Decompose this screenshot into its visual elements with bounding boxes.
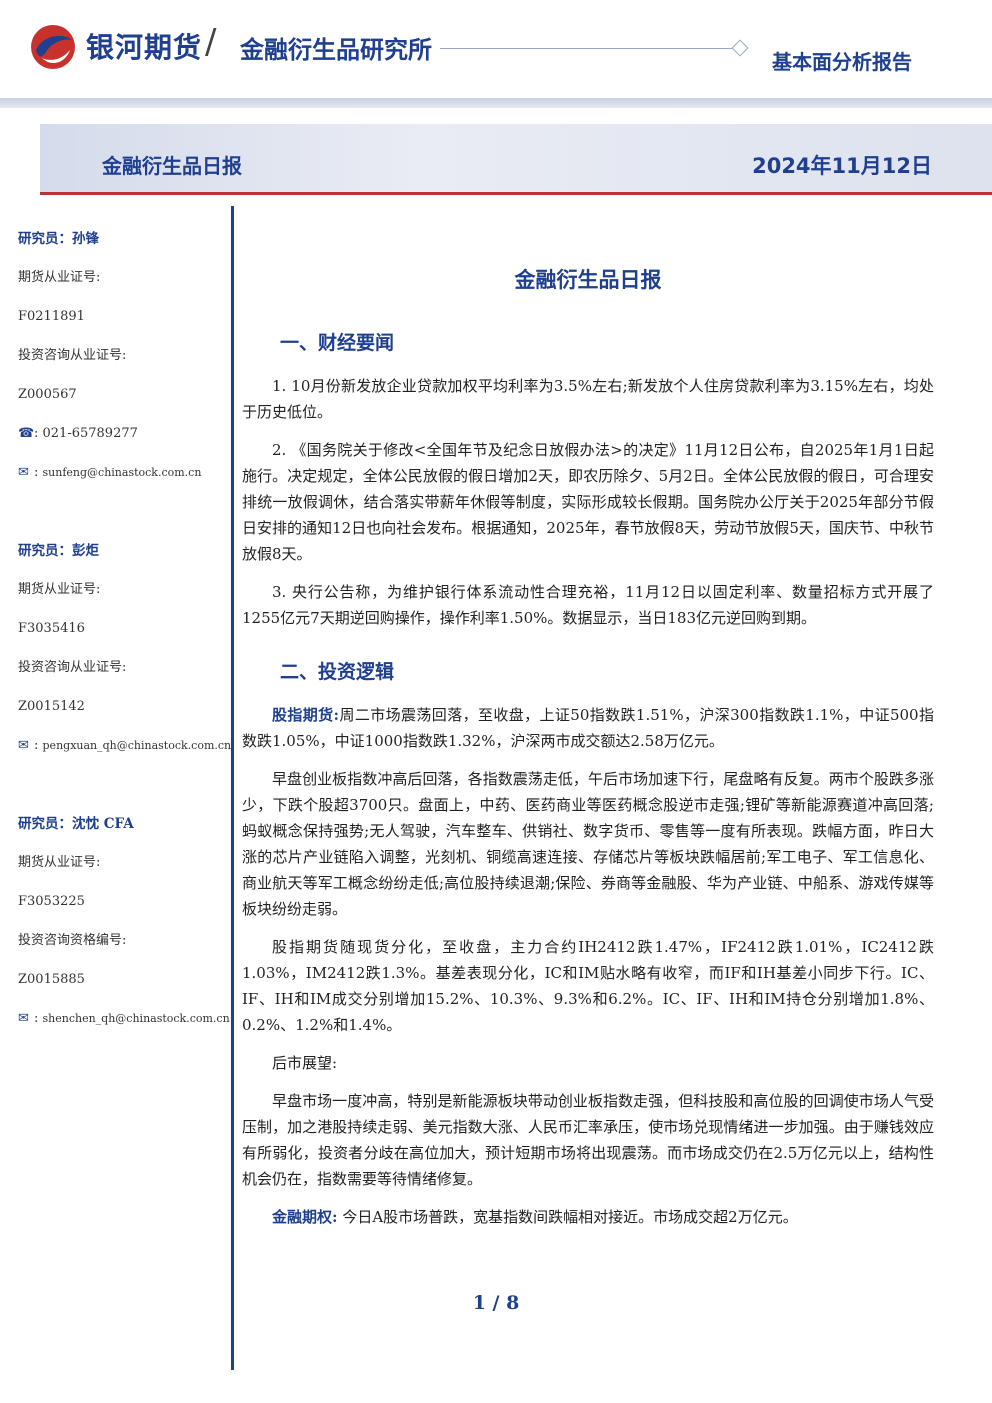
diamond-icon [731, 39, 749, 57]
email-link[interactable]: sunfeng@chinastock.com.cn [42, 466, 202, 479]
researcher-card: 研究员：彭炬 期货从业证号: F3035416 投资咨询从业证号: Z00151… [18, 538, 231, 772]
consult-license-number: Z0015885 [18, 972, 85, 987]
brand-name: 银河期货 [86, 31, 203, 64]
email-link[interactable]: shenchen_qh@chinastock.com.cn [42, 1012, 230, 1025]
options-text: 今日A股市场普跌，宽基指数间跌幅相对接近。市场成交超2万亿元。 [342, 1208, 798, 1226]
options-label: 金融期权: [272, 1208, 338, 1226]
report-header: 银河期货 / 金融衍生品研究所 基本面分析报告 [0, 0, 992, 100]
email-row: ✉: sunfeng@chinastock.com.cn [18, 460, 228, 499]
email-icon: ✉ [18, 465, 29, 480]
consult-license-label: 投资咨询资格编号: [18, 933, 127, 948]
institute-name: 金融衍生品研究所 [240, 36, 432, 64]
consult-license-label: 投资咨询从业证号: [18, 348, 127, 363]
futures-license-label: 期货从业证号: [18, 270, 101, 285]
researcher-card: 研究员：孙锋 期货从业证号: F0211891 投资咨询从业证号: Z00056… [18, 226, 228, 499]
outlook-label: 后市展望: [272, 1054, 338, 1072]
header-bar [0, 98, 992, 108]
researcher-name: 研究员：沈忱 CFA [18, 816, 134, 832]
futures-license-number: F0211891 [18, 309, 85, 324]
title-band-underline [40, 192, 992, 195]
futures-license-label: 期货从业证号: [18, 582, 101, 597]
email-icon: ✉ [18, 738, 29, 753]
sidebar-divider [231, 206, 234, 1370]
section-heading-news: 一、财经要闻 [280, 332, 395, 354]
futures-paragraph: 股指期货随现货分化，至收盘，主力合约IH2412跌1.47%，IF2412跌1.… [242, 938, 934, 1034]
futures-license-number: F3053225 [18, 894, 85, 909]
email-row: ✉: pengxuan_qh@chinastock.com.cn [18, 733, 231, 772]
band-title: 金融衍生品日报 [102, 154, 242, 178]
consult-license-number: Z0015142 [18, 699, 85, 714]
index-futures-label: 股指期货: [272, 706, 340, 724]
document-title: 金融衍生品日报 [514, 268, 662, 292]
title-band [40, 124, 992, 194]
header-decorative-line [440, 48, 736, 49]
page-number: 1 / 8 [472, 1292, 520, 1314]
options-paragraph: 金融期权: 今日A股市场普跌，宽基指数间跌幅相对接近。市场成交超2万亿元。 [242, 1204, 934, 1230]
galaxy-futures-logo-icon [31, 25, 75, 69]
email-icon: ✉ [18, 1011, 29, 1026]
phone-row: ☎: 021-65789277 [18, 421, 228, 460]
news-item: 2. 《国务院关于修改<全国年节及纪念日放假办法>的决定》11月12日公布，自2… [242, 441, 934, 563]
market-paragraph: 早盘创业板指数冲高后回落，各指数震荡走低，午后市场加速下行，尾盘略有反复。两市个… [242, 770, 934, 918]
section-heading-logic: 二、投资逻辑 [280, 661, 395, 683]
consult-license-number: Z000567 [18, 387, 77, 402]
news-item: 1. 10月份新发放企业贷款加权平均利率为3.5%左右;新发放个人住房贷款利率为… [242, 377, 934, 421]
email-link[interactable]: pengxuan_qh@chinastock.com.cn [42, 739, 232, 752]
futures-license-number: F3035416 [18, 621, 85, 636]
researcher-name: 研究员：孙锋 [18, 231, 99, 247]
main-content: 金融衍生品日报 一、财经要闻 1. 10月份新发放企业贷款加权平均利率为3.5%… [242, 258, 934, 1242]
outlook-paragraph: 早盘市场一度冲高，特别是新能源板块带动创业板指数走强，但科技股和高位股的回调使市… [242, 1092, 934, 1188]
researcher-sidebar: 研究员：孙锋 期货从业证号: F0211891 投资咨询从业证号: Z00056… [18, 226, 231, 1045]
index-futures-text: 周二市场震荡回落，至收盘，上证50指数跌1.51%，沪深300指数跌1.1%，中… [242, 706, 934, 750]
researcher-card: 研究员：沈忱 CFA 期货从业证号: F3053225 投资咨询资格编号: Z0… [18, 811, 230, 1045]
researcher-name: 研究员：彭炬 [18, 543, 99, 559]
phone-icon: ☎ [18, 426, 35, 441]
consult-license-label: 投资咨询从业证号: [18, 660, 127, 675]
futures-license-label: 期货从业证号: [18, 855, 101, 870]
report-type: 基本面分析报告 [772, 50, 912, 74]
email-row: ✉: shenchen_qh@chinastock.com.cn [18, 1006, 230, 1045]
news-item: 3. 央行公告称，为维护银行体系流动性合理充裕，11月12日以固定利率、数量招标… [242, 583, 934, 627]
report-date: 2024年11月12日 [752, 154, 932, 178]
header-slash: / [205, 22, 217, 62]
phone-number: 021-65789277 [42, 426, 138, 441]
index-futures-summary: 股指期货:周二市场震荡回落，至收盘，上证50指数跌1.51%，沪深300指数跌1… [242, 702, 934, 754]
